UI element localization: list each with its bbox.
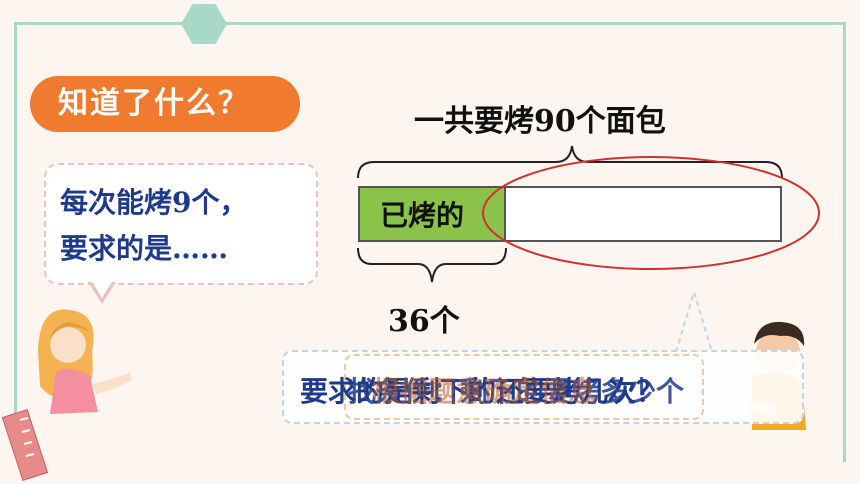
bubble-left-text: 每次能烤9个， 要求的是…… [60, 180, 247, 272]
bottom-brace [357, 247, 507, 283]
bubble-left-line1: 每次能烤9个， [60, 186, 248, 219]
girl-character-icon [38, 309, 132, 414]
done-bar [358, 186, 506, 242]
speech-bubble-left [44, 163, 318, 285]
speech-bubble-right-tail [675, 288, 713, 353]
speech-bubble-right [282, 350, 804, 424]
bubble-right-hint: 根据题意确定信息 [372, 375, 597, 408]
done-count-label: 36个 [388, 304, 460, 339]
bubble-left-line2: 要求的是…… [60, 232, 229, 265]
speech-bubble-inner [344, 354, 704, 420]
frame-left [14, 22, 17, 422]
bubble-right-question: 要求的是剩下的还要烤几次？ [300, 375, 665, 408]
total-label: 一共要烤90个面包 [414, 104, 666, 139]
title-badge: 知道了什么？ [30, 76, 300, 132]
speech-bubble-left-tail [88, 280, 116, 304]
frame-top-right [222, 22, 846, 25]
top-brace [357, 145, 783, 179]
frame-right [843, 22, 846, 462]
done-label: 已烤的 [380, 199, 465, 232]
hexagon-decoration [181, 4, 227, 44]
ruler-icon [1, 408, 49, 482]
bubble-right-condition: 找条件：剩下的要烤多少个 [348, 375, 685, 408]
frame-top-left [14, 22, 186, 25]
remaining-ellipse [482, 156, 820, 270]
